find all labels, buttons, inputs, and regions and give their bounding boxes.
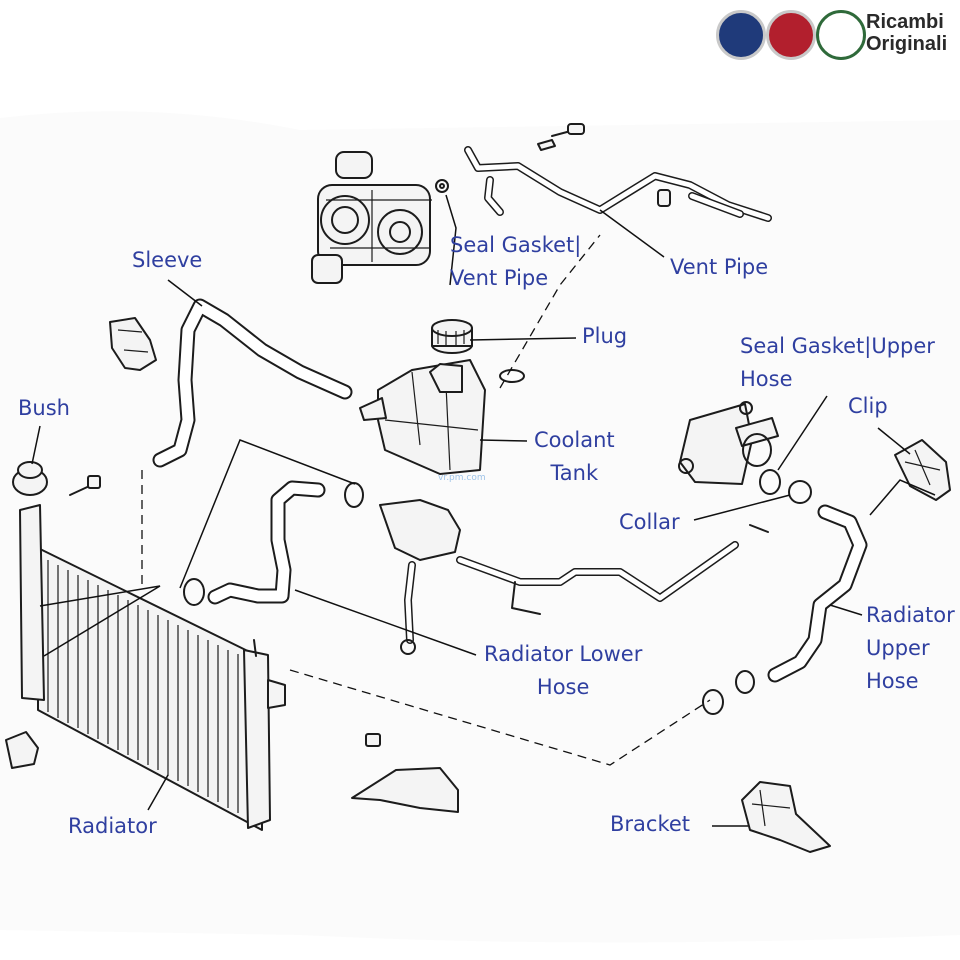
label-line: Tank — [550, 461, 599, 485]
label-line: Hose — [740, 367, 793, 391]
leader-sleeve — [167, 279, 203, 307]
label-seal-gasket-vent-pipe: Seal Gasket| Vent Pipe — [450, 229, 581, 295]
leader-seal-gasket-vent — [445, 194, 457, 286]
radiator-lower-hose-shape — [183, 480, 364, 606]
leader-vent-pipe — [599, 209, 665, 258]
label-vent-pipe: Vent Pipe — [670, 255, 769, 279]
clip-bracket-left — [109, 317, 157, 371]
leader-plug — [469, 337, 577, 341]
label-sleeve: Sleeve — [132, 248, 203, 272]
label-line: Hose — [536, 675, 590, 699]
leader-bush — [31, 425, 41, 465]
label-line: Radiator — [866, 603, 955, 627]
watermark: vr.pm.com — [438, 473, 486, 483]
sleeve-hose — [152, 298, 353, 468]
leader-seal-gasket-upper — [777, 395, 828, 471]
lancia-logo — [716, 10, 766, 60]
brand-line-2: Originali — [866, 33, 948, 55]
fiat-logo — [766, 10, 816, 60]
alfa-romeo-logo — [816, 10, 866, 60]
thermostat-housing — [678, 401, 779, 485]
label-clip: Clip — [848, 394, 888, 418]
label-radiator-lower-hose: Radiator Lower Hose — [484, 638, 642, 704]
clip-part-right — [894, 439, 951, 501]
label-bracket: Bracket — [610, 812, 691, 836]
outlet-pipe-assembly — [379, 499, 769, 655]
label-line: Seal Gasket| — [450, 233, 582, 257]
label-collar: Collar — [619, 510, 680, 534]
label-bush: Bush — [18, 396, 70, 420]
tank-small-clamp — [499, 369, 525, 383]
label-line: Vent Pipe — [450, 266, 549, 290]
bracket-right — [741, 781, 831, 853]
leader-radiator — [147, 774, 169, 811]
label-seal-gasket-upper-hose: Seal Gasket|Upper Hose — [740, 330, 935, 396]
leader-clamp-fork — [179, 439, 356, 589]
label-line: Seal Gasket|Upper — [740, 334, 935, 358]
seal-gasket-upper-ring — [759, 469, 781, 495]
leader-collar — [693, 494, 791, 521]
label-radiator: Radiator — [68, 814, 157, 838]
label-radiator-upper-hose: Radiator Upper Hose — [866, 599, 955, 698]
radiator-upper-hose-shape — [702, 504, 868, 715]
label-line: Coolant — [534, 428, 615, 452]
radiator-core — [19, 504, 286, 831]
label-line: Upper — [866, 636, 930, 660]
leader-upper-hose — [829, 604, 863, 616]
leader-coolant-tank — [479, 439, 528, 442]
bush-part — [12, 461, 101, 496]
turbocharger — [311, 151, 432, 284]
tank-plug — [431, 319, 473, 354]
label-line: Radiator Lower — [484, 642, 643, 666]
dash-radiator-upper-hose — [289, 669, 711, 766]
brand-text: Ricambi Originali — [866, 11, 947, 55]
brand-line-1: Ricambi — [866, 11, 944, 33]
label-coolant-tank: Coolant Tank — [534, 424, 615, 490]
leader-radiator-fork — [39, 585, 161, 657]
coolant-tank — [359, 359, 486, 475]
collar-ring — [788, 480, 812, 504]
bracket-centre — [351, 733, 459, 813]
label-plug: Plug — [582, 324, 628, 348]
leader-clip — [877, 427, 911, 455]
label-line: Hose — [866, 669, 919, 693]
radiator-mount — [5, 731, 39, 769]
leader-lower-hose — [294, 589, 477, 656]
leader-clip-fork — [869, 479, 936, 516]
